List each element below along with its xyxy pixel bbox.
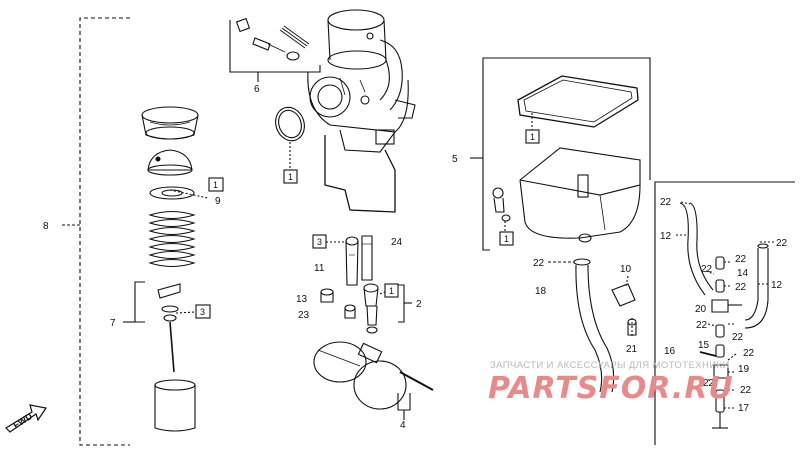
label-7: 7 (110, 318, 116, 329)
label-23: 23 (298, 310, 310, 321)
float (313, 341, 407, 410)
label-22-h: 22 (743, 348, 755, 359)
label-21: 21 (626, 344, 638, 355)
label-18: 18 (535, 286, 547, 297)
box-label-1-center (384, 283, 399, 298)
box-label-1-left-text: 1 (213, 180, 218, 190)
label-10: 10 (620, 264, 632, 275)
label-16: 16 (664, 346, 676, 357)
label-11: 11 (314, 263, 325, 274)
main-jet (363, 283, 379, 334)
box-label-1-gasket-text: 1 (530, 132, 535, 142)
label-22-i: 22 (703, 378, 715, 389)
box-label-3-left-text: 3 (200, 307, 205, 317)
label-17: 17 (738, 403, 750, 414)
label-12-left: 12 (660, 231, 672, 242)
box-label-1-oring (283, 169, 298, 184)
box-label-3-center-text: 3 (317, 237, 322, 247)
label-22-g: 22 (732, 332, 744, 343)
gasket-washer (149, 186, 195, 200)
part-13 (320, 288, 334, 303)
needle-clip (157, 283, 181, 322)
box-label-1-oring-text: 1 (288, 172, 293, 182)
watermark-brand: PARTSFOR.RU (488, 371, 734, 406)
group-6-bracket (229, 20, 321, 82)
label-22-b: 22 (776, 238, 788, 249)
group-2-bracket (398, 284, 412, 323)
bracket-10 (611, 283, 636, 307)
float-pin (399, 371, 434, 391)
box-label-3-center (312, 234, 327, 249)
label-14: 14 (737, 268, 749, 279)
group-8-bracket (62, 17, 130, 446)
carburetor-body (307, 9, 416, 153)
o-ring-gasket (275, 106, 305, 170)
label-2: 2 (416, 299, 422, 310)
label-20: 20 (695, 304, 707, 315)
part-23 (344, 304, 356, 319)
label-22-c: 22 (701, 264, 713, 275)
label-22-drain: 22 (533, 258, 545, 269)
jet-needle (169, 321, 175, 373)
choke-wire (324, 135, 396, 213)
drain-screw (492, 187, 511, 233)
fitting-dashes (676, 201, 775, 409)
group-7-bracket (123, 281, 145, 323)
slow-jet (345, 236, 359, 286)
label-15: 15 (698, 340, 710, 351)
label-4: 4 (400, 420, 406, 431)
label-12-right: 12 (771, 280, 783, 291)
tube-12-right (744, 243, 769, 329)
label-24: 24 (391, 237, 403, 248)
label-22-e: 22 (735, 282, 747, 293)
throttle-valve (154, 379, 196, 432)
box-label-1-left (208, 177, 224, 192)
pilot-screw (235, 17, 310, 61)
label-22-d: 22 (735, 254, 747, 265)
label-22-f: 22 (696, 320, 708, 331)
label-13: 13 (296, 294, 308, 305)
box-label-1-drain (499, 231, 514, 246)
label-8: 8 (43, 221, 49, 232)
box-label-3-left (195, 304, 211, 319)
float-chamber (519, 147, 641, 243)
box-label-1-drain-text: 1 (504, 234, 509, 244)
fwd-arrow-icon (5, 404, 48, 433)
tube-12-left (679, 202, 714, 296)
fittings-column (699, 256, 742, 429)
label-9: 9 (215, 196, 221, 207)
needle-jet-24 (361, 235, 373, 281)
spring (148, 210, 196, 268)
part-4-pointer (397, 393, 411, 420)
box-label-1-center-text: 1 (389, 286, 394, 296)
top-cap-ring (141, 106, 199, 140)
label-5: 5 (452, 154, 458, 165)
box-label-1-gasket (525, 129, 540, 144)
label-22-a: 22 (660, 197, 672, 208)
label-19: 19 (738, 364, 750, 375)
watermark-tagline: ЗАПЧАСТИ И АКСЕССУАРЫ ДЛЯ МОТОТЕХНИКИ (490, 360, 730, 371)
group-5-bracket (470, 57, 651, 251)
top-cap (147, 149, 193, 176)
right-group-frame (654, 181, 795, 445)
float-chamber-gasket (517, 75, 639, 130)
label-22-j: 22 (740, 385, 752, 396)
label-6: 6 (254, 84, 260, 95)
